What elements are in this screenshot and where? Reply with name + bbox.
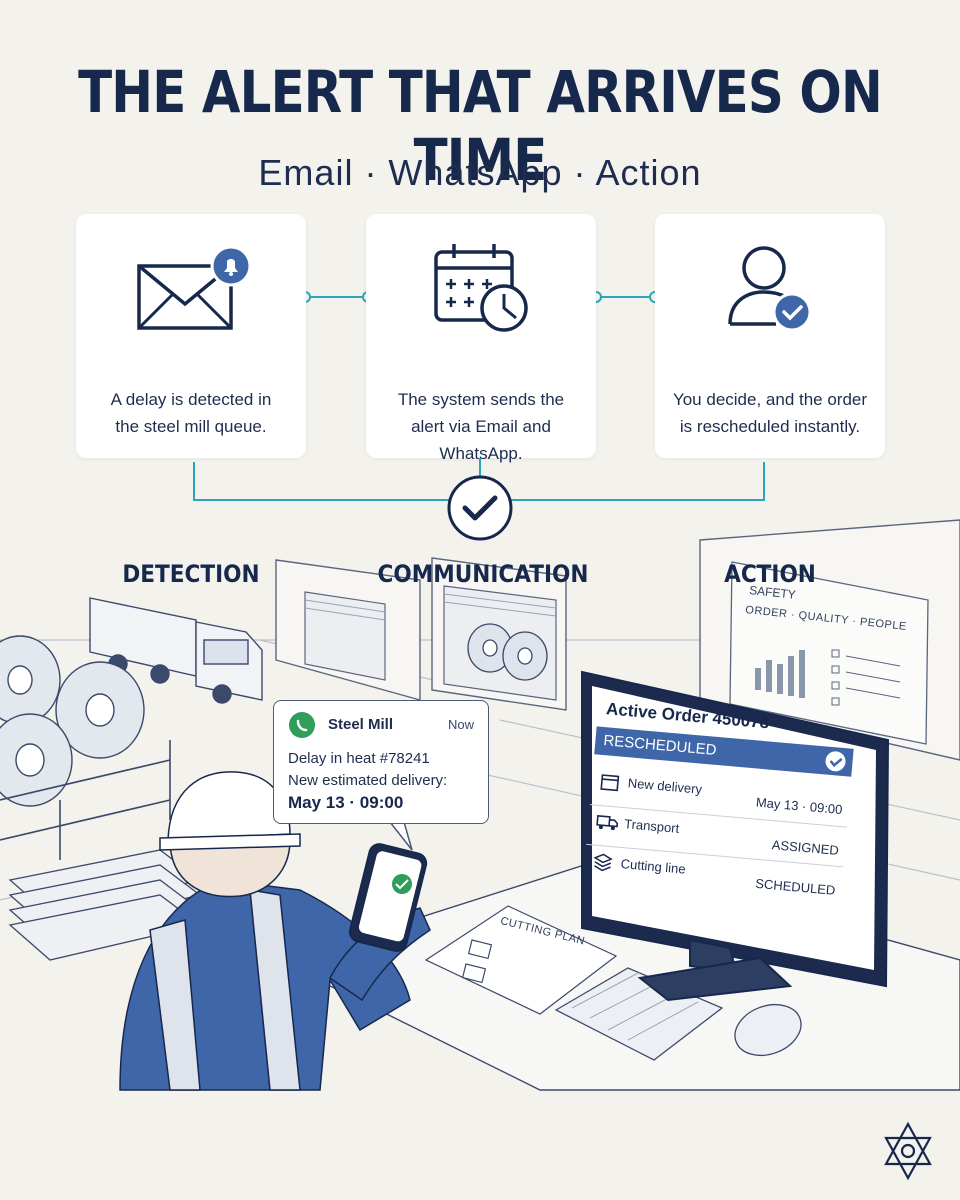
check-circle-icon (825, 751, 846, 772)
step-card-detection: DETECTION A delay is detected in the ste… (76, 214, 306, 588)
order-title: Active Order 450078 (605, 699, 770, 733)
order-status: RESCHEDULED (602, 732, 718, 759)
order-status-bar: RESCHEDULED (594, 726, 854, 777)
step-card-communication: COMMUNICATION The system sends the alert… (366, 214, 596, 588)
message-text: New estimated delivery: (288, 772, 448, 789)
step-description: A delay is detected in the steel mill qu… (110, 390, 272, 436)
message-delivery-date: May 13 · 09:00 (288, 793, 404, 812)
message-text: Delay in heat #78241 (288, 750, 430, 767)
order-row-cutting: Cutting line SCHEDULED (583, 843, 844, 902)
calendar-icon (600, 774, 620, 792)
step-title: ACTION (724, 560, 816, 588)
step-title: COMMUNICATION (377, 560, 589, 588)
step-title: DETECTION (122, 560, 260, 588)
message-time: Now (447, 717, 474, 732)
step-card-action: ACTION You decide, and the order is resc… (655, 214, 885, 588)
envelope-bell-icon (137, 245, 251, 330)
order-row-transport: Transport ASSIGNED (586, 804, 847, 862)
layers-icon (593, 853, 613, 872)
checkmark-circle-icon (447, 475, 513, 541)
whatsapp-phone-icon (392, 874, 412, 894)
user-check-icon (728, 246, 812, 332)
calendar-clock-icon (434, 244, 528, 332)
step-description: The system sends the alert via Email and… (397, 390, 565, 463)
message-sender: Steel Mill (328, 716, 394, 733)
page-subtitle: Email · WhatsApp · Action (258, 152, 702, 193)
step-description: You decide, and the order is rescheduled… (672, 390, 868, 436)
whatsapp-icon (289, 712, 315, 738)
monitor-screen: Active Order 450078 RESCHEDULED New deli… (571, 688, 865, 979)
logo-icon (884, 1121, 932, 1181)
truck-icon (596, 814, 619, 831)
order-row-delivery: New delivery May 13 · 09:00 (590, 764, 850, 820)
whatsapp-notification: Steel Mill Now Delay in heat #78241 New … (273, 700, 489, 824)
page-title: THE ALERT THAT ARRIVES ON TIME (78, 58, 883, 194)
